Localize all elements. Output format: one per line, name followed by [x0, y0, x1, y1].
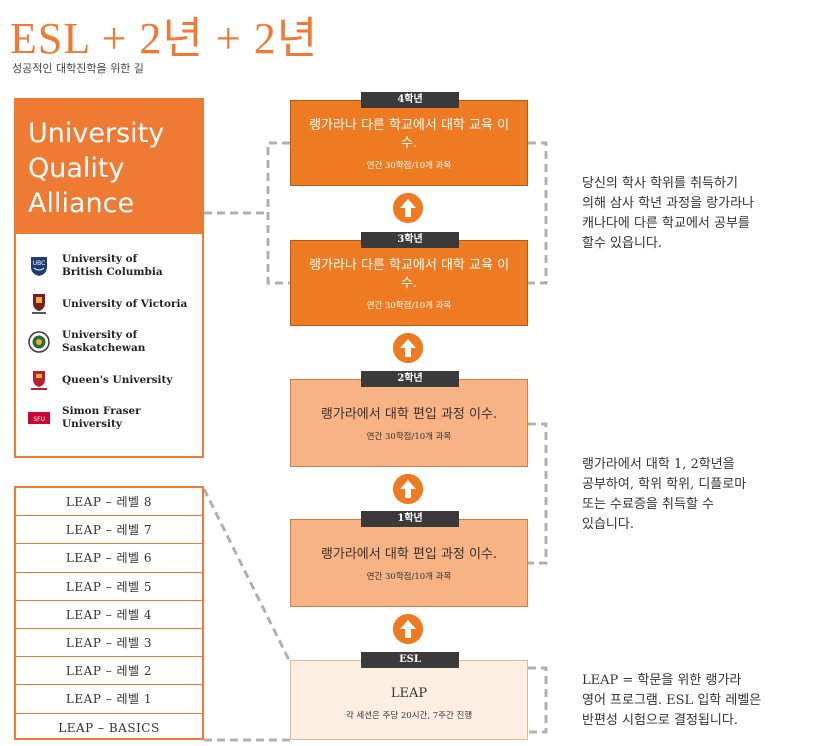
- uqa-title: University Quality Alliance: [16, 100, 202, 234]
- year-tag: 1학년: [361, 511, 459, 527]
- description-upper: 당신의 학사 학위를 취득하기 의해 삼사 학년 과정을 랑가라나 캐나다에 다…: [582, 176, 755, 251]
- list-item: LEAP – 레벨 7: [16, 516, 202, 545]
- university-uvic: University of Victoria: [16, 286, 202, 322]
- esl-sub: 각 세션은 주당 20시간, 7주간 진행: [345, 711, 473, 721]
- year-title: 랭가라나 다른 학교에서 대학 교육 이수.: [308, 118, 510, 151]
- university-ubc: UBC University of British Columbia: [16, 248, 202, 284]
- year-title: 랭가라에서 대학 편입 과정 이수.: [320, 407, 498, 422]
- year-title: 랭가라나 다른 학교에서 대학 교육 이수.: [308, 258, 510, 291]
- year-2-box: 2학년 랭가라에서 대학 편입 과정 이수. 연간 30학점/10개 과목: [290, 371, 528, 467]
- list-item: LEAP – 레벨 2: [16, 657, 202, 686]
- arrow-up-icon: [393, 474, 423, 504]
- year-sub: 연간 30학점/10개 과목: [366, 432, 452, 442]
- year-3-box: 3학년 랭가라나 다른 학교에서 대학 교육 이수. 연간 30학점/10개 과…: [290, 232, 528, 326]
- university-list: UBC University of British Columbia Unive…: [16, 234, 202, 436]
- svg-text:UBC: UBC: [33, 260, 46, 267]
- arrow-up-icon: [393, 614, 423, 644]
- year-tag: 3학년: [361, 232, 459, 248]
- uvic-crest-icon: [32, 294, 46, 314]
- page-title: ESL + 2년 + 2년: [10, 14, 319, 63]
- page-subtitle: 성공적인 대학진학을 위한 길: [12, 62, 144, 75]
- list-item: LEAP – 레벨 6: [16, 544, 202, 573]
- year-sub: 연간 30학점/10개 과목: [366, 301, 452, 311]
- university-queens: Queen's University: [16, 362, 202, 398]
- year-sub: 연간 30학점/10개 과목: [366, 161, 452, 171]
- description-lower: LEAP = 학문을 위한 랭가라 영어 프로그램. ESL 입학 레벨은 반편…: [582, 673, 762, 728]
- description-middle: 랭가라에서 대학 1, 2학년을 공부하여, 학위 학위, 디플로마 또는 수료…: [582, 457, 747, 532]
- esl-tag: ESL: [361, 652, 459, 668]
- university-usask: University of Saskatchewan: [16, 324, 202, 360]
- leap-levels-list: LEAP – 레벨 8 LEAP – 레벨 7 LEAP – 레벨 6 LEAP…: [14, 486, 204, 740]
- list-item: LEAP – 레벨 8: [16, 488, 202, 517]
- list-item: LEAP – BASICS: [58, 720, 160, 735]
- uqa-panel: University Quality Alliance UBC Universi…: [14, 98, 204, 458]
- sfu-logo-icon: SFU: [28, 412, 50, 424]
- esl-title: LEAP: [390, 686, 428, 701]
- year-tag: 2학년: [361, 371, 459, 387]
- usask-seal-icon: [28, 331, 50, 353]
- list-item: LEAP – 레벨 5: [16, 573, 202, 601]
- list-item: LEAP – 레벨 4: [16, 601, 202, 629]
- ubc-crest-icon: UBC: [31, 257, 47, 276]
- queens-crest-icon: [31, 371, 47, 390]
- year-tag: 4학년: [361, 92, 459, 108]
- esl-box: ESL LEAP 각 세션은 주당 20시간, 7주간 진행: [290, 652, 528, 740]
- arrow-up-icon: [393, 333, 423, 363]
- university-sfu: SFU Simon Fraser University: [16, 400, 202, 436]
- year-4-box: 4학년 랭가라나 다른 학교에서 대학 교육 이수. 연간 30학점/10개 과…: [290, 92, 528, 186]
- arrow-up-icon: [393, 193, 423, 223]
- svg-text:SFU: SFU: [33, 416, 45, 423]
- list-item: LEAP – 레벨 1: [16, 685, 202, 714]
- year-title: 랭가라에서 대학 편입 과정 이수.: [320, 547, 498, 562]
- year-1-box: 1학년 랭가라에서 대학 편입 과정 이수. 연간 30학점/10개 과목: [290, 511, 528, 607]
- year-sub: 연간 30학점/10개 과목: [366, 572, 452, 582]
- list-item: LEAP – 레벨 3: [16, 629, 202, 658]
